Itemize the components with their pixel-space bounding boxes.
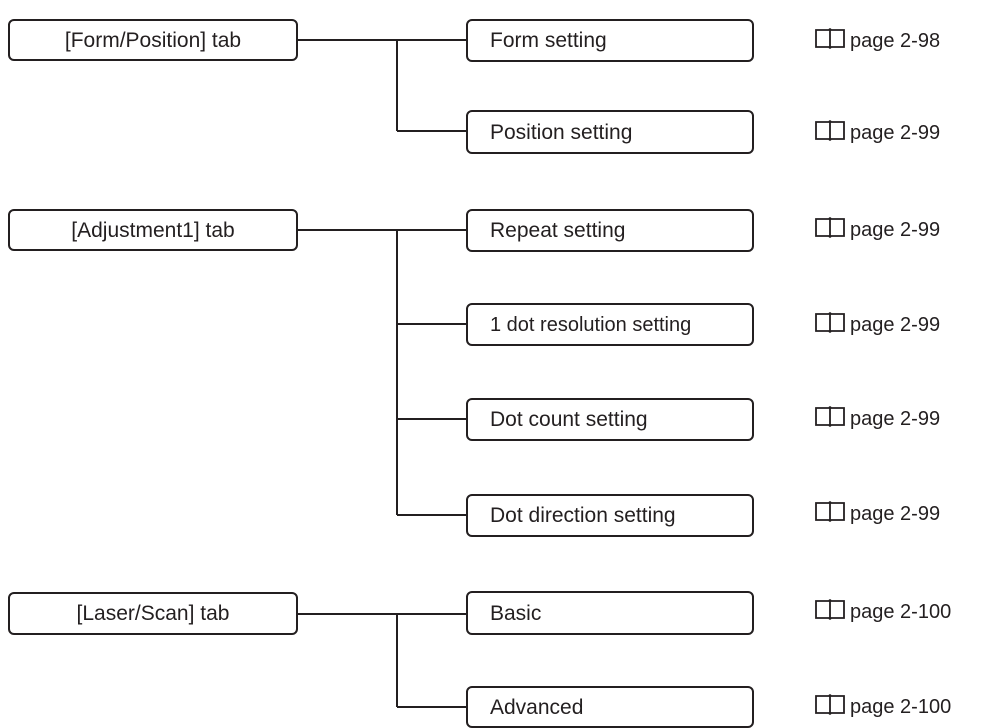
book-icon bbox=[814, 499, 850, 529]
page-reference: page 2-99 bbox=[814, 118, 940, 148]
page-reference-text: page 2-99 bbox=[850, 218, 941, 241]
book-icon bbox=[814, 215, 850, 245]
page-reference: page 2-99 bbox=[814, 310, 940, 340]
setting-label: 1 dot resolution setting bbox=[490, 313, 692, 336]
book-icon bbox=[814, 310, 850, 340]
tab-label: [Adjustment1] tab bbox=[71, 218, 235, 242]
tab-box-form-position: [Form/Position] tab bbox=[8, 19, 298, 61]
page-reference: page 2-99 bbox=[814, 499, 940, 529]
setting-box-dot-direction: Dot direction setting bbox=[466, 494, 754, 537]
setting-label: Advanced bbox=[490, 695, 584, 719]
page-reference-text: page 2-99 bbox=[850, 121, 941, 144]
page-reference-text: page 2-100 bbox=[850, 695, 952, 718]
book-icon bbox=[814, 692, 850, 722]
setting-label: Position setting bbox=[490, 120, 633, 144]
book-icon bbox=[814, 597, 850, 627]
page-reference: page 2-99 bbox=[814, 215, 940, 245]
page-reference-text: page 2-98 bbox=[850, 29, 941, 52]
page-reference-text: page 2-99 bbox=[850, 502, 941, 525]
page-reference-text: page 2-99 bbox=[850, 313, 941, 336]
tab-label: [Form/Position] tab bbox=[64, 28, 242, 52]
page-reference: page 2-100 bbox=[814, 597, 951, 627]
page-reference: page 2-99 bbox=[814, 404, 940, 434]
setting-box-basic: Basic bbox=[466, 591, 754, 635]
page-reference: page 2-100 bbox=[814, 692, 951, 722]
setting-box-advanced: Advanced bbox=[466, 686, 754, 728]
setting-label: Dot count setting bbox=[490, 408, 648, 431]
book-icon bbox=[814, 26, 850, 56]
setting-label: Dot direction setting bbox=[490, 504, 676, 527]
setting-box-form: Form setting bbox=[466, 19, 754, 62]
setting-label: Basic bbox=[490, 601, 542, 625]
setting-box-repeat: Repeat setting bbox=[466, 209, 754, 252]
setting-box-dot-count: Dot count setting bbox=[466, 398, 754, 441]
tab-label: [Laser/Scan] tab bbox=[76, 602, 230, 625]
page-reference-text: page 2-100 bbox=[850, 600, 952, 623]
setting-box-position: Position setting bbox=[466, 110, 754, 154]
setting-label: Repeat setting bbox=[490, 219, 626, 242]
setting-label: Form setting bbox=[490, 29, 607, 52]
book-icon bbox=[814, 118, 850, 148]
tab-box-adjustment1: [Adjustment1] tab bbox=[8, 209, 298, 251]
book-icon bbox=[814, 404, 850, 434]
page-reference-text: page 2-99 bbox=[850, 407, 941, 430]
setting-box-1-dot-resolution: 1 dot resolution setting bbox=[466, 303, 754, 346]
tab-box-laser-scan: [Laser/Scan] tab bbox=[8, 592, 298, 635]
page-reference: page 2-98 bbox=[814, 26, 940, 56]
